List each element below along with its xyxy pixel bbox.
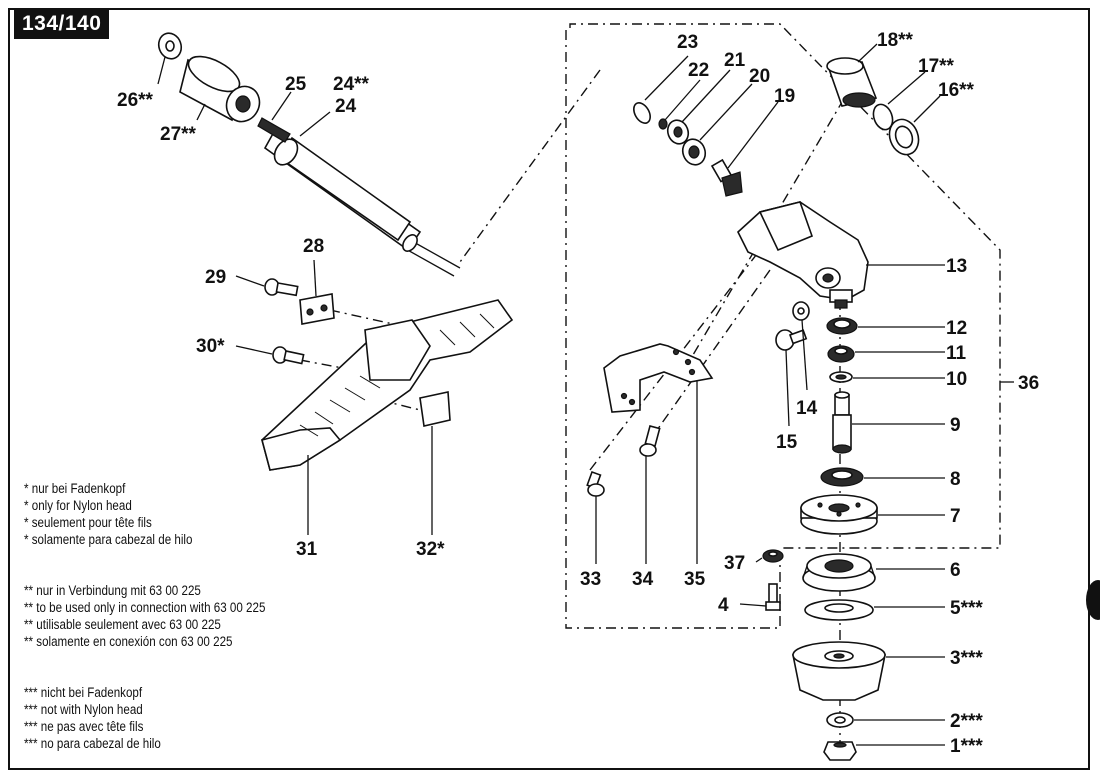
- bearing-8: [820, 467, 864, 487]
- callout-4: 4: [718, 595, 729, 616]
- note-line: *** no para cabezal de hilo: [24, 736, 161, 751]
- bearing-20: [681, 138, 707, 166]
- drive-shaft-24: [257, 117, 461, 277]
- screw-34: [639, 425, 661, 457]
- note-line: *** ne pas avec tête fils: [24, 719, 144, 734]
- callout-11: 11: [946, 343, 967, 364]
- callout-13: 13: [946, 256, 967, 277]
- callout-2: 2***: [950, 711, 983, 732]
- note-line: *** nicht bei Fadenkopf: [24, 685, 143, 700]
- callout-25: 25: [285, 74, 307, 95]
- screw-30: [272, 346, 305, 365]
- callout-3: 3***: [950, 648, 983, 669]
- callout-17: 17**: [918, 56, 955, 77]
- plate-28: [299, 293, 335, 325]
- bushing-18: [826, 57, 878, 108]
- note-line: ** nur in Verbindung mit 63 00 225: [24, 583, 201, 598]
- washer-26: [157, 32, 183, 60]
- callout-24: 24: [335, 96, 357, 117]
- assembly-bracket-fasteners: [565, 30, 781, 629]
- bearing-21: [666, 119, 690, 145]
- callout-18: 18**: [877, 30, 914, 51]
- bearing-12: [826, 317, 858, 335]
- guard-31: [261, 299, 514, 471]
- clip-32: [419, 391, 451, 440]
- callout-5: 5***: [950, 598, 983, 619]
- callout-1: 1***: [950, 736, 983, 757]
- bolt-4: [765, 583, 781, 611]
- callout-9: 9: [950, 415, 961, 436]
- page-edge-tab: [1086, 580, 1100, 620]
- callout-33: 33: [580, 569, 601, 590]
- callout-29: 29: [205, 267, 226, 288]
- washer-17: [872, 103, 894, 131]
- ring-22: [658, 118, 668, 130]
- callout-28: 28: [303, 236, 324, 257]
- note-line: * seulement pour tête fils: [24, 515, 152, 530]
- notes-single-star: * nur bei Fadenkopf * only for Nylon hea…: [24, 480, 220, 548]
- washer-2: [826, 712, 854, 728]
- sleeve-27: [179, 55, 261, 123]
- callout-21: 21: [724, 50, 746, 71]
- callout-15: 15: [776, 432, 798, 453]
- screw-33: [586, 470, 605, 497]
- callout-7: 7: [950, 506, 961, 527]
- callout-37: 37: [724, 553, 745, 574]
- callout-24-double: 24**: [333, 74, 370, 95]
- screw-29: [264, 278, 299, 297]
- note-line: ** utilisable seulement avec 63 00 225: [24, 617, 221, 632]
- page-frame: [8, 8, 1090, 770]
- note-line: * nur bei Fadenkopf: [24, 481, 126, 496]
- callout-34: 34: [632, 569, 654, 590]
- cup-3: [792, 641, 886, 701]
- callout-14: 14: [796, 398, 818, 419]
- callout-16: 16**: [938, 80, 975, 101]
- notes-double-star: ** nur in Verbindung mit 63 00 225 ** to…: [24, 582, 305, 650]
- gear-11: [827, 345, 855, 363]
- bracket-35: [603, 343, 714, 413]
- callout-22: 22: [688, 60, 709, 81]
- nut-1: [823, 741, 857, 761]
- ring-10: [829, 371, 853, 383]
- note-line: *** not with Nylon head: [24, 702, 143, 717]
- page-number-badge: 134/140: [14, 10, 110, 39]
- callout-12: 12: [946, 318, 967, 339]
- callout-6: 6: [950, 560, 961, 581]
- callout-19: 19: [774, 86, 795, 107]
- disc-7: [800, 494, 878, 535]
- callout-27: 27**: [160, 124, 197, 145]
- screw34-guide-line: [649, 269, 771, 441]
- disc-5: [804, 599, 874, 621]
- callout-20: 20: [749, 66, 770, 87]
- note-line: ** solamente en conexión con 63 00 225: [24, 634, 233, 649]
- flange-6: [802, 553, 876, 592]
- circlip-23: [633, 102, 651, 124]
- washer-14: [792, 301, 810, 321]
- pinion-19: [710, 158, 743, 197]
- shaft-guide-line: [459, 69, 601, 263]
- note-line: * only for Nylon head: [24, 498, 132, 513]
- callout-8: 8: [950, 469, 961, 490]
- callout-30: 30*: [196, 336, 225, 357]
- gear-housing-13: [737, 201, 869, 309]
- nut-37: [762, 549, 784, 563]
- callout-10: 10: [946, 369, 967, 390]
- callout-26: 26**: [117, 90, 154, 111]
- callout-31: 31: [296, 539, 318, 560]
- callout-32: 32*: [416, 539, 445, 560]
- assembly-bracket-36: [569, 23, 1001, 549]
- plate-guide-line: [329, 309, 421, 331]
- note-line: ** to be used only in connection with 63…: [24, 600, 266, 615]
- note-line: * solamente para cabezal de hilo: [24, 532, 193, 547]
- callout-36: 36: [1018, 373, 1039, 394]
- callout-23: 23: [677, 32, 698, 53]
- washer-16: [888, 118, 920, 156]
- screw-15: [775, 329, 808, 351]
- shaft-9: [832, 391, 852, 454]
- notes-triple-star: *** nicht bei Fadenkopf *** not with Nyl…: [24, 684, 183, 752]
- callout-35: 35: [684, 569, 706, 590]
